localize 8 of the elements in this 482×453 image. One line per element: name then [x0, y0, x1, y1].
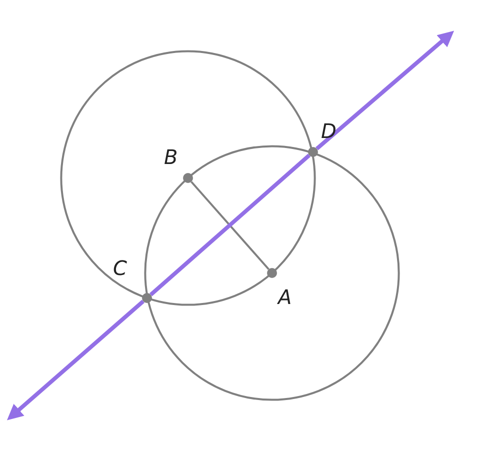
- line-segment: [149, 154, 311, 296]
- labeled-point: D: [308, 119, 336, 157]
- labeled-point: A: [267, 268, 292, 309]
- line-segment: [190, 181, 270, 270]
- arrow: [6, 300, 145, 420]
- labeled-point: C: [113, 256, 152, 303]
- labeled-point: B: [164, 145, 193, 183]
- arrow: [315, 30, 454, 150]
